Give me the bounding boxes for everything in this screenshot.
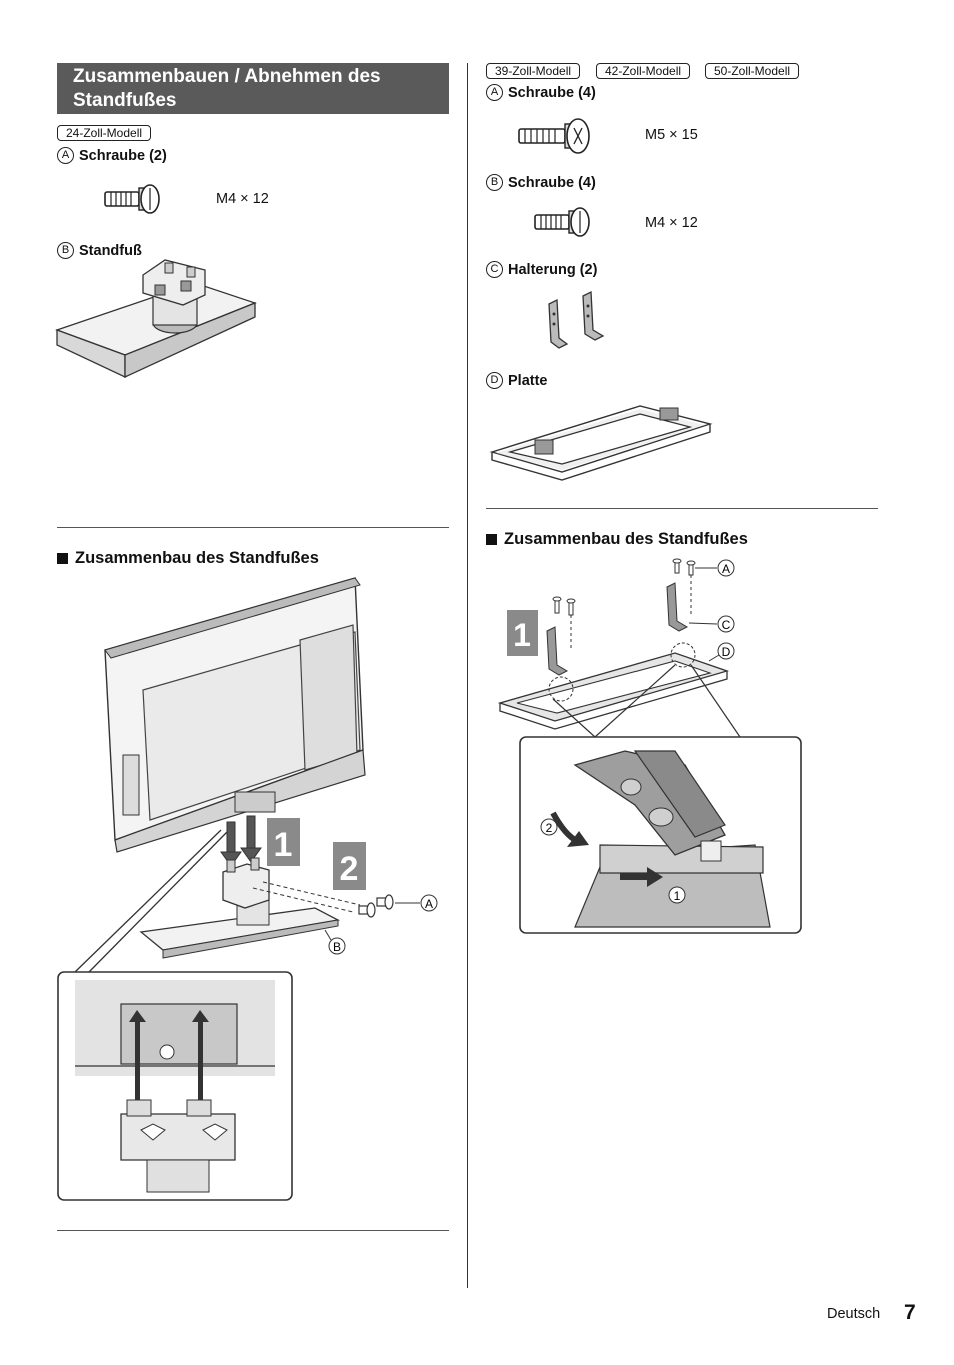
part-a-letter: A — [57, 147, 74, 164]
part-d-label: Platte — [508, 372, 548, 389]
screw-m5-illustration — [518, 118, 590, 154]
callout-b-left: B — [333, 940, 341, 954]
bullet-square-icon — [57, 553, 68, 564]
step-2-number: 2 — [340, 850, 359, 888]
stand-base-illustration — [55, 259, 257, 379]
part-b-letter-right: B — [486, 174, 503, 191]
assembly-heading-left-text: Zusammenbau des Standfußes — [75, 549, 319, 567]
part-a-dimension: M4 × 12 — [216, 191, 269, 207]
part-b-label-right: Schraube (4) — [508, 174, 596, 191]
divider-left-2 — [57, 1230, 449, 1231]
assembly-heading-right: Zusammenbau des Standfußes — [486, 530, 748, 549]
plate-illustration — [489, 405, 713, 481]
part-a-letter-right: A — [486, 84, 503, 101]
step-1-number-right: 1 — [513, 617, 531, 653]
model-tag-42: 42-Zoll-Modell — [596, 63, 691, 79]
part-a-label-right: Schraube (4) — [508, 84, 596, 101]
part-b-label: Standfuß — [79, 242, 142, 259]
part-d-letter: D — [486, 372, 503, 389]
bullet-square-icon-right — [486, 534, 497, 545]
part-c-heading: C Halterung (2) — [486, 261, 597, 278]
part-d-heading: D Platte — [486, 372, 548, 389]
part-c-label: Halterung (2) — [508, 261, 598, 278]
model-tag-24: 24-Zoll-Modell — [57, 125, 152, 141]
callout-d-right: D — [722, 645, 731, 659]
substep-2-number: 2 — [546, 821, 553, 835]
bracket-plate-assembly-illustration: 1 A C D 2 1 — [497, 558, 802, 934]
part-c-letter: C — [486, 261, 503, 278]
model-tag-50: 50-Zoll-Modell — [705, 63, 800, 79]
part-a-heading-right: A Schraube (4) — [486, 84, 596, 101]
bracket-illustration — [548, 290, 605, 349]
divider-right-1 — [486, 508, 878, 509]
substep-1-number: 1 — [674, 889, 681, 903]
section-title: Zusammenbauen / Abnehmen des Standfußes — [57, 63, 449, 114]
step-1-number: 1 — [274, 826, 293, 864]
column-divider — [467, 63, 468, 1288]
part-b-letter: B — [57, 242, 74, 259]
screw-m4-illustration — [104, 184, 160, 214]
part-a-label: Schraube (2) — [79, 147, 167, 164]
part-a-dimension-right: M5 × 15 — [645, 127, 698, 143]
screw-m4-illustration-right — [534, 207, 590, 237]
divider-left-1 — [57, 527, 449, 528]
assembly-heading-left: Zusammenbau des Standfußes — [57, 549, 319, 568]
callout-a-left: A — [425, 897, 433, 911]
part-b-heading-right: B Schraube (4) — [486, 174, 596, 191]
tv-stand-assembly-illustration: 1 2 A B — [57, 577, 438, 1201]
part-a-heading: A Schraube (2) — [57, 147, 167, 164]
callout-a-right: A — [722, 562, 730, 576]
page-number: 7 — [904, 1301, 916, 1324]
callout-c-right: C — [722, 618, 731, 632]
assembly-heading-right-text: Zusammenbau des Standfußes — [504, 530, 748, 548]
part-b-dimension-right: M4 × 12 — [645, 215, 698, 231]
footer-language: Deutsch — [827, 1306, 881, 1322]
model-tag-39: 39-Zoll-Modell — [486, 63, 581, 79]
part-b-heading: B Standfuß — [57, 242, 142, 259]
